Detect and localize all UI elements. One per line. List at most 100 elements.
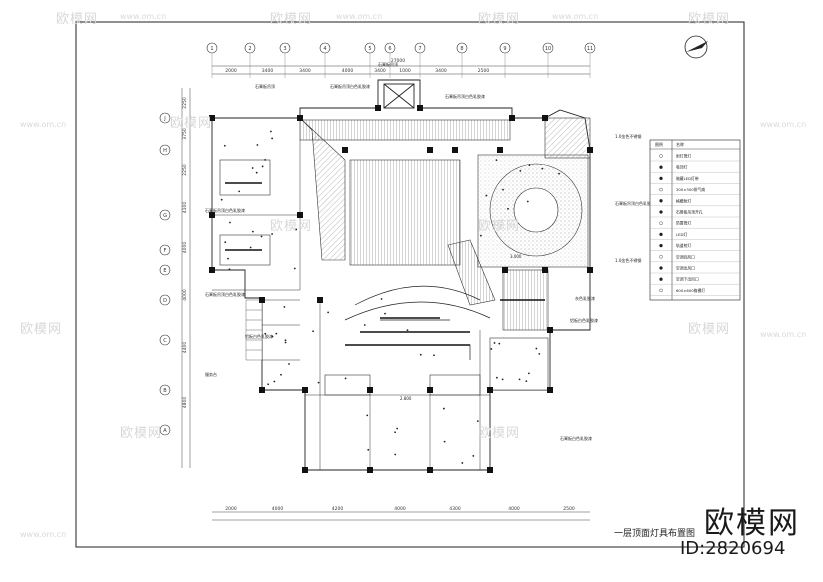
legend-symbol-icon (659, 154, 663, 158)
column (417, 105, 423, 111)
downlight-icon (238, 190, 241, 193)
axis-bubble (159, 209, 171, 221)
axis-label: 4 (323, 46, 326, 52)
legend-label: LED灯 (676, 232, 687, 237)
column (317, 297, 323, 303)
downlight-icon (269, 130, 272, 133)
material-label: 灰色乳胶漆 (575, 295, 595, 301)
legend-symbol-icon (659, 255, 663, 259)
dimension-value: 2250 (182, 164, 188, 176)
downlight-icon (284, 339, 287, 342)
legend-label: 300×300排气扇 (676, 187, 705, 192)
downlight-icon (394, 453, 397, 456)
downlight-icon (283, 306, 286, 308)
downlight-icon (256, 144, 259, 146)
downlight-icon (344, 377, 347, 380)
dimension-value: 4000 (182, 289, 188, 301)
material-label: 2.800 (400, 396, 412, 401)
axis-label: 5 (368, 46, 371, 52)
material-label: 铝板白色乳胶漆 (245, 333, 273, 339)
downlight-icon (261, 165, 264, 168)
watermark-url: www.om.cn (20, 530, 67, 539)
legend-symbol-icon (659, 221, 663, 225)
material-label: 1.0金色不锈钢 (615, 257, 641, 263)
downlight-icon (255, 171, 258, 174)
material-label: 1.0金色不锈钢 (615, 133, 641, 139)
column (375, 105, 381, 111)
watermark-url: www.om.cn (760, 120, 807, 129)
legend-symbol-icon (659, 199, 663, 203)
axis-label: J (163, 116, 165, 122)
downlight-icon (558, 172, 560, 175)
downlight-icon (535, 347, 538, 350)
axis-label: H (163, 148, 167, 154)
legend-symbol-icon (659, 232, 663, 237)
axis-bubble (159, 144, 171, 156)
watermark-url: www.om.cn (336, 12, 383, 21)
watermark-brand: 欧模网 (478, 426, 521, 441)
legend-symbol-icon (659, 243, 663, 248)
dimension-value: 3400 (435, 68, 447, 74)
dimension-value: 2250 (182, 97, 188, 109)
column (487, 387, 493, 393)
axis-bubble (159, 424, 171, 436)
column (259, 297, 265, 303)
watermark-brand: 欧模网 (478, 12, 521, 27)
downlight-icon (249, 246, 252, 249)
axis-label: 6 (388, 46, 391, 52)
column (587, 267, 593, 273)
axis-label: E (163, 268, 166, 274)
downlight-icon (396, 427, 399, 430)
column (342, 147, 348, 153)
column (427, 467, 433, 473)
dimension-value: 3400 (262, 68, 274, 74)
legend-label: 空调下出风口 (676, 277, 699, 282)
downlight-icon (419, 353, 422, 356)
axis-bubble (159, 244, 171, 256)
downlight-icon (507, 207, 509, 210)
downlight-icon (363, 324, 366, 326)
downlight-icon (380, 298, 383, 300)
dimension-value: 3400 (299, 68, 311, 74)
watermark-brand: 欧模网 (688, 322, 731, 337)
legend-label: 石膏板吊顶开孔 (676, 210, 703, 215)
column (502, 267, 508, 273)
downlight-icon (490, 348, 493, 350)
downlight-icon (295, 228, 298, 231)
axis-bubble (159, 384, 171, 396)
axis-label: 1 (210, 46, 213, 52)
material-label: 石膏板吊顶白色乳胶漆 (445, 93, 485, 99)
dimension-value: 3750 (182, 128, 188, 140)
watermark-url: www.om.cn (552, 12, 599, 21)
legend-label: 轨道射灯 (676, 243, 691, 248)
axis-label: 10 (545, 46, 551, 52)
axis-bubble (159, 112, 171, 124)
downlight-icon (518, 378, 521, 381)
legend-label: 射灯筒灯 (676, 154, 691, 159)
downlight-icon (267, 383, 270, 386)
dimension-value: 3400 (374, 68, 386, 74)
downlight-icon (485, 194, 488, 197)
downlight-icon (443, 440, 446, 443)
material-label: 石膏板吊顶白色乳胶漆 (330, 83, 370, 89)
downlight-icon (251, 167, 254, 169)
column (497, 147, 503, 153)
watermark-brand: 欧模网 (170, 116, 213, 131)
material-label: 石膏板吊顶 (255, 83, 275, 89)
legend-symbol-icon (659, 210, 663, 214)
downlight-icon (367, 448, 370, 451)
legend-symbol-icon (659, 288, 663, 293)
axis-label: 3 (283, 46, 286, 52)
downlight-icon (366, 414, 369, 417)
dimension-value: 2000 (225, 506, 237, 512)
column (209, 212, 215, 218)
dimension-value: 4200 (332, 506, 344, 512)
downlight-icon (293, 267, 296, 270)
material-label: 石膏板吊顶白色乳胶漆 (205, 207, 245, 213)
column (547, 387, 553, 393)
material-label: 铝板白色乳胶漆 (570, 317, 598, 323)
